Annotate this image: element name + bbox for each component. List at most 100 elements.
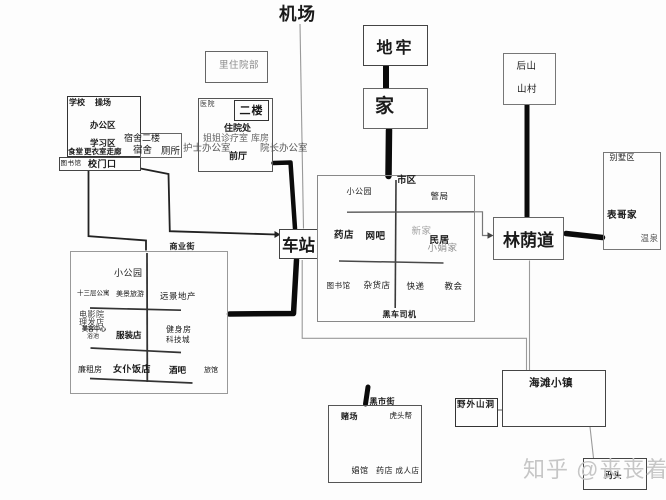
commercial-bath-house-label: 浴池: [87, 333, 100, 340]
commercial-clothing-store-label: 服装店: [116, 329, 142, 340]
commercial-small-park-label: 小公园: [114, 267, 143, 278]
path-gate-station: [140, 167, 276, 236]
blackmarket-brothel-label: 娼馆: [351, 465, 369, 475]
dorm-toilet-label: 厕所: [161, 146, 181, 157]
downtown-church-label: 教会: [444, 280, 463, 291]
airport-label: 机场: [279, 3, 316, 24]
dungeon-box: 地牢: [363, 25, 428, 66]
beachtown-label: 海滩小镇: [529, 378, 573, 389]
backhill-village-label: 山村: [517, 84, 538, 95]
school-library-label: 图书馆: [60, 159, 82, 167]
hospital-box: [198, 98, 273, 172]
hospital-nurse-office-label: 护士办公室: [183, 144, 231, 154]
downtown-net-cafe-label: 网吧: [365, 231, 386, 242]
blackmarket-box: [328, 404, 422, 483]
commercial-gym-label: 健身房: [166, 324, 192, 334]
home-label: 家: [375, 95, 395, 117]
commercial-maid-restaurant-label: 女仆饭店: [113, 364, 152, 374]
dock-box: [583, 458, 647, 490]
line-blackmarket-stub: [363, 384, 371, 407]
hospital-floor2-box: 二楼: [234, 99, 269, 121]
villa-box: [603, 152, 661, 250]
arrow-boulevard: [487, 232, 494, 239]
commercial-hotel-label: 旅馆: [204, 366, 218, 374]
boulevard-box: 林荫道: [493, 217, 564, 260]
downtown-box: [317, 175, 475, 322]
street-commercial-h2: [90, 347, 182, 354]
commercial-box: [70, 250, 228, 394]
station-box: 车站: [279, 229, 318, 259]
hospital-floor2-label: 二楼: [239, 105, 264, 117]
school-office-area-label: 办公区: [90, 119, 116, 130]
villa-hot-spring-label: 温泉: [640, 233, 659, 243]
school-locker-corridor-label: 更衣室走廊: [84, 147, 122, 156]
downtown-small-park-label: 小公园: [346, 187, 372, 196]
downtown-new-home-label: 新家: [411, 227, 432, 237]
downtown-express-label: 快递: [406, 280, 425, 291]
villa-label: 别墅区: [609, 153, 635, 162]
street-commercial-h1: [89, 307, 182, 312]
downtown-police-label: 警局: [430, 191, 449, 201]
hospital-sister-clinic-label: 姐姐诊疗室: [203, 133, 249, 143]
commercial-scenic-travel-label: 美景旅游: [116, 289, 144, 298]
dorm-second-floor-label: 宿舍二楼: [124, 133, 161, 143]
commercial-barber-shop-label: 理发店: [79, 318, 105, 327]
school-canteen-label: 食堂: [68, 147, 83, 156]
hospital-front-hall-label: 前厅: [229, 151, 248, 161]
line-downtown-boulevard: [475, 211, 489, 237]
zhihu-watermark: 知乎 @丧丧着: [523, 457, 666, 482]
villa-cousin-home-label: 表哥家: [607, 211, 638, 221]
school-gate-label: 校门口: [88, 159, 117, 169]
hospital-label: 医院: [200, 99, 215, 108]
downtown-xiaojuan-home-label: 小娟家: [427, 243, 458, 254]
commercial-tech-city-label: 科技城: [166, 335, 190, 344]
downtown-pharmacy-label: 药店: [334, 230, 355, 241]
downtown-residence-label: 民居: [429, 236, 450, 246]
downtown-library-label: 图书馆: [326, 280, 351, 290]
line-station-commercial: [226, 257, 300, 317]
school-gate-strip: [59, 157, 141, 171]
cave-label: 野外山洞: [457, 398, 496, 409]
blackmarket-adult-store-label: 成人店: [395, 466, 420, 475]
school-box: [67, 95, 141, 157]
backhill-label: 后山: [516, 61, 537, 72]
hospital-storeroom-label: 库房: [251, 133, 270, 143]
school-study-area-label: 学习区: [90, 138, 116, 148]
line-boulevard-villa: [563, 230, 606, 241]
street-downtown-vertical: [394, 179, 397, 309]
blackmarket-casino-label: 赌场: [341, 411, 358, 421]
blackmarket-label: 黑市街: [369, 397, 395, 406]
inner-inpatient-box: [205, 51, 268, 83]
home-box: [363, 88, 428, 129]
line-station-beach: [301, 260, 528, 370]
cave-box: [455, 398, 498, 427]
commercial-apartment-13f-label: 十三层公寓: [77, 289, 110, 297]
dock-label: 码头: [604, 469, 623, 480]
commercial-cheap-rental-label: 廉租房: [78, 365, 102, 374]
arrow-station: [274, 231, 281, 238]
station-label: 车站: [282, 236, 315, 255]
dorm-box: [139, 133, 182, 158]
commercial-label: 商业街: [169, 242, 195, 251]
hospital-inpatient-label: 住院处: [224, 122, 252, 133]
blackmarket-pharmacy-label: 药店: [376, 466, 393, 475]
line-home-downtown: [385, 126, 393, 180]
line-airport-station: [299, 23, 305, 229]
downtown-grocery-label: 杂货店: [363, 280, 391, 290]
path-gate-commercial: [87, 170, 147, 251]
inner-inpatient-label: 里住院部: [219, 61, 260, 71]
hospital-director-office-label: 院长办公室: [260, 144, 308, 154]
backhill-box: [503, 53, 556, 105]
line-beach-dock: [589, 426, 595, 459]
beachtown-box: [502, 370, 606, 427]
school-playground-label: 操场: [95, 97, 111, 107]
dorm-label: 宿舍: [133, 146, 153, 156]
street-downtown-lower: [338, 260, 444, 264]
downtown-label: 市区: [397, 176, 417, 186]
commercial-beauty-center-label: 美容中心: [82, 327, 107, 333]
commercial-real-estate-label: 远景地产: [160, 290, 197, 301]
street-commercial-h3: [89, 377, 193, 384]
line-hospital-station: [271, 160, 298, 231]
